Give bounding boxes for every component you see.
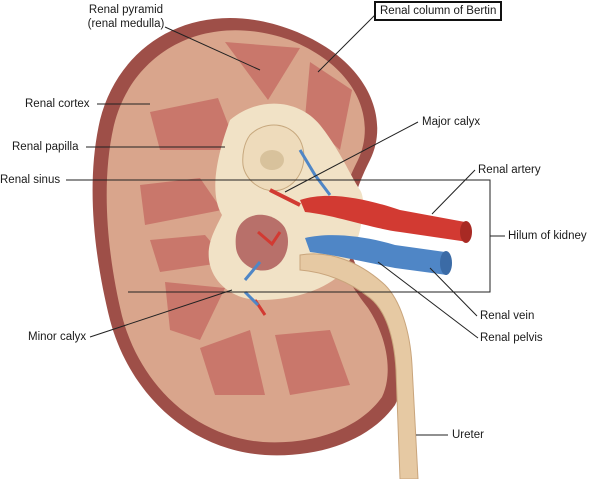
renal-vein-vessel <box>305 235 447 275</box>
label-major-calyx: Major calyx <box>422 116 481 128</box>
label-minor-calyx: Minor calyx <box>28 331 87 343</box>
leader-renal-column <box>317 11 379 73</box>
artery-branch <box>269 188 301 207</box>
pyramid <box>200 330 265 395</box>
pyramid <box>165 282 225 340</box>
calyx-opening <box>260 150 284 170</box>
label-renal-artery: Renal artery <box>478 164 541 176</box>
label-renal-vein: Renal vein <box>480 310 535 322</box>
renal-artery-vessel <box>300 195 468 242</box>
pyramid <box>275 330 350 395</box>
label-hilum: Hilum of kidney <box>508 230 587 242</box>
label-renal-cortex: Renal cortex <box>25 98 90 110</box>
pyramid <box>140 178 222 225</box>
renal-vein-end <box>440 251 452 275</box>
vein-branch <box>243 290 260 307</box>
vein-branch <box>243 261 262 281</box>
label-renal-sinus: Renal sinus <box>0 174 61 186</box>
pyramid <box>150 235 228 272</box>
pyramid <box>150 98 238 150</box>
artery-branch <box>257 230 282 247</box>
leader-lines <box>66 11 505 436</box>
leader-renal-pyramid <box>164 26 261 71</box>
pyramid <box>225 42 300 100</box>
renal-artery-end <box>460 221 472 243</box>
leader-renal-artery <box>431 169 476 215</box>
vein-branch <box>298 149 332 196</box>
label-ureter: Ureter <box>452 429 484 441</box>
label-renal-pelvis: Renal pelvis <box>480 332 543 344</box>
leader-renal-pelvis <box>377 261 479 339</box>
label-renal-pyramid: Renal pyramid (renal medulla) <box>78 3 174 31</box>
leader-minor-calyx <box>89 289 233 338</box>
label-renal-papilla: Renal papilla <box>12 141 79 153</box>
renal-pyramid-line2: (renal medulla) <box>87 18 165 30</box>
renal-pyramid-line1: Renal pyramid <box>88 4 164 16</box>
label-renal-column: Renal column of Bertin <box>374 1 503 21</box>
sinus-cavity <box>235 214 289 271</box>
